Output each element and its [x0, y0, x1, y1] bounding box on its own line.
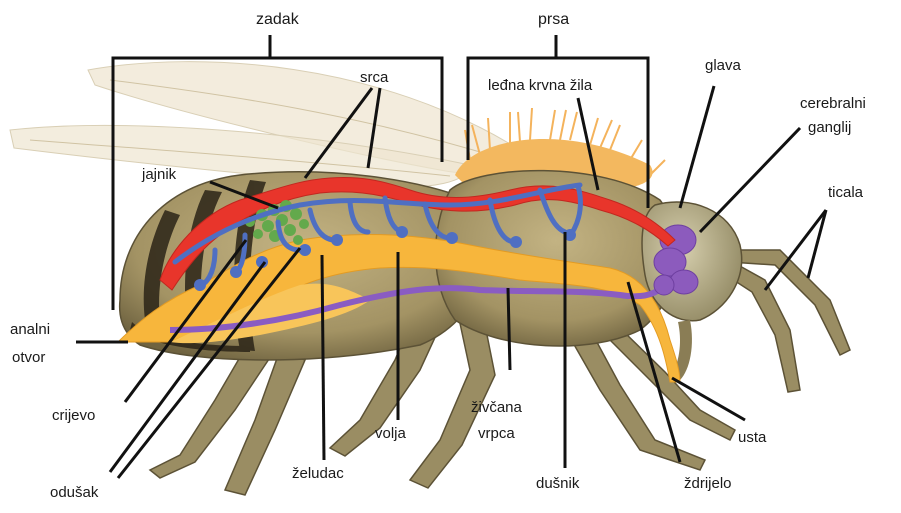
label-usta: usta — [738, 428, 766, 447]
label-cerebralni: cerebralni — [800, 94, 866, 113]
label-glava: glava — [705, 56, 741, 75]
label-prsa: prsa — [538, 10, 569, 29]
label-zadak: zadak — [256, 10, 299, 29]
label-volja: volja — [375, 424, 406, 443]
label-srca: srca — [360, 68, 388, 87]
label-ticala: ticala — [828, 183, 863, 202]
label-analni: analni — [10, 320, 50, 339]
label-ganglij: ganglij — [808, 118, 851, 137]
label-vrpca: vrpca — [478, 424, 515, 443]
label-otvor: otvor — [12, 348, 45, 367]
label-odusak: odušak — [50, 483, 98, 502]
label-jajnik: jajnik — [142, 165, 176, 184]
label-zeludac: želudac — [292, 464, 344, 483]
label-zivcana: živčana — [471, 398, 522, 417]
label-ledna-krvna-zila: leđna krvna žila — [488, 76, 592, 95]
label-dusnik: dušnik — [536, 474, 579, 493]
label-crijevo: crijevo — [52, 406, 95, 425]
label-zdrijelo: ždrijelo — [684, 474, 732, 493]
